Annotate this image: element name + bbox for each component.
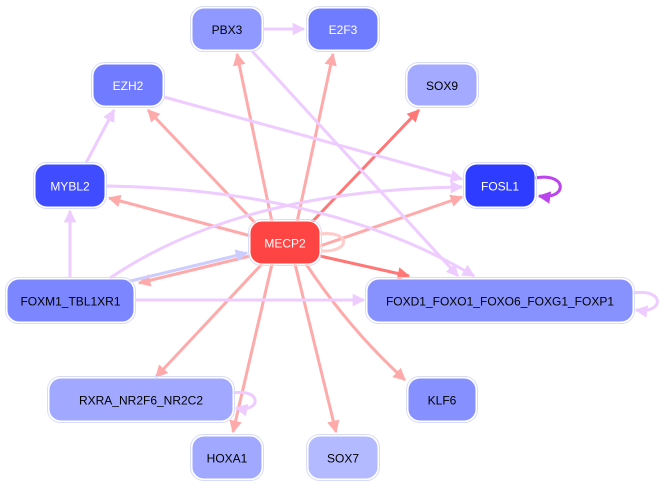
- edge-mecp2-to-sox7[interactable]: [293, 263, 340, 434]
- edge-mecp2-to-klf6[interactable]: [304, 263, 407, 382]
- node-label: EZH2: [113, 79, 144, 93]
- edge-mybl2-to-foxd1_foxo1_foxo6_foxg1_foxp1[interactable]: [105, 184, 476, 278]
- node-label: MYBL2: [50, 180, 90, 194]
- node-border: [190, 6, 264, 52]
- node-border: [190, 434, 264, 481]
- node-box: [406, 63, 478, 107]
- edge-ezh2-to-fosl1[interactable]: [163, 95, 464, 183]
- node-border: [306, 434, 380, 481]
- edge-foxm1_tbl1xr1-to-fosl1[interactable]: [109, 180, 464, 280]
- node-pbx3[interactable]: PBX3: [190, 6, 264, 52]
- node-border: [306, 6, 380, 52]
- node-label: FOXM1_TBL1XR1: [20, 295, 120, 309]
- node-border: [406, 376, 478, 423]
- node-e2f3[interactable]: E2F3: [306, 6, 380, 52]
- edge-mecp2-to-rxra_nr2f6_nr2c2[interactable]: [154, 262, 264, 379]
- node-hoxa1[interactable]: HOXA1: [190, 434, 264, 481]
- node-label: FOSL1: [481, 180, 519, 194]
- edge-mecp2-to-sox9[interactable]: [310, 108, 421, 224]
- node-border: [365, 277, 635, 324]
- node-border: [405, 62, 479, 108]
- node-rxra-nr2f6-nr2c2[interactable]: RXRA_NR2F6_NR2C2: [47, 376, 235, 423]
- edge-foxd1_foxo1_foxo6_foxg1_foxp1-to-foxd1_foxo1_foxo6_foxg1_foxp1[interactable]: [632, 290, 659, 318]
- node-box: [366, 278, 634, 323]
- node-box: [249, 220, 321, 265]
- node-ezh2[interactable]: EZH2: [91, 62, 165, 108]
- node-foxd1-foxo1-foxo6-foxg1-foxp1[interactable]: FOXD1_FOXO1_FOXO6_FOXG1_FOXP1: [365, 277, 635, 324]
- node-sox9[interactable]: SOX9: [405, 62, 479, 108]
- edge-mecp2-to-mybl2[interactable]: [107, 194, 252, 238]
- node-box: [307, 7, 379, 51]
- edge-fosl1-to-fosl1[interactable]: [534, 175, 562, 204]
- edge-mecp2-to-pbx3[interactable]: [233, 52, 274, 223]
- edge-mecp2-to-foxd1_foxo1_foxo6_foxg1_foxp1[interactable]: [319, 254, 411, 280]
- edge-pbx3-to-foxd1_foxo1_foxo6_foxg1_foxp1[interactable]: [250, 49, 460, 278]
- node-box: [407, 377, 477, 422]
- node-box: [191, 435, 263, 480]
- node-label: FOXD1_FOXO1_FOXO6_FOXG1_FOXP1: [386, 295, 614, 309]
- node-fosl1[interactable]: FOSL1: [463, 162, 537, 209]
- edge-mybl2-to-ezh2[interactable]: [84, 108, 116, 164]
- node-box: [6, 278, 135, 323]
- node-border: [33, 162, 107, 209]
- node-label: MECP2: [264, 237, 306, 251]
- node-box: [191, 7, 263, 51]
- node-klf6[interactable]: KLF6: [406, 376, 478, 423]
- edge-mecp2-to-foxm1_tbl1xr1[interactable]: [137, 254, 251, 287]
- node-label: HOXA1: [207, 452, 248, 466]
- node-box: [464, 163, 536, 208]
- node-label: KLF6: [428, 394, 457, 408]
- node-box: [307, 435, 379, 480]
- node-border: [463, 162, 537, 209]
- node-label: E2F3: [329, 23, 358, 37]
- edge-rxra_nr2f6_nr2c2-to-rxra_nr2f6_nr2c2[interactable]: [232, 390, 257, 417]
- node-mybl2[interactable]: MYBL2: [33, 162, 107, 209]
- node-border: [5, 277, 136, 324]
- node-box: [92, 63, 164, 107]
- node-border: [91, 62, 165, 108]
- node-label: PBX3: [212, 23, 243, 37]
- node-sox7[interactable]: SOX7: [306, 434, 380, 481]
- edge-foxm1_tbl1xr1-to-mecp2[interactable]: [117, 249, 249, 286]
- node-border: [47, 376, 235, 423]
- edge-mecp2-to-mecp2[interactable]: [319, 232, 345, 253]
- node-box: [34, 163, 106, 208]
- node-border: [248, 219, 322, 266]
- node-label: SOX7: [327, 452, 359, 466]
- node-foxm1-tbl1xr1[interactable]: FOXM1_TBL1XR1: [5, 277, 136, 324]
- node-mecp2[interactable]: MECP2: [248, 219, 322, 266]
- edges-layer: [63, 22, 659, 434]
- edge-mecp2-to-ezh2[interactable]: [146, 108, 260, 228]
- node-label: RXRA_NR2F6_NR2C2: [79, 394, 203, 408]
- node-box: [48, 377, 234, 422]
- node-label: SOX9: [426, 79, 458, 93]
